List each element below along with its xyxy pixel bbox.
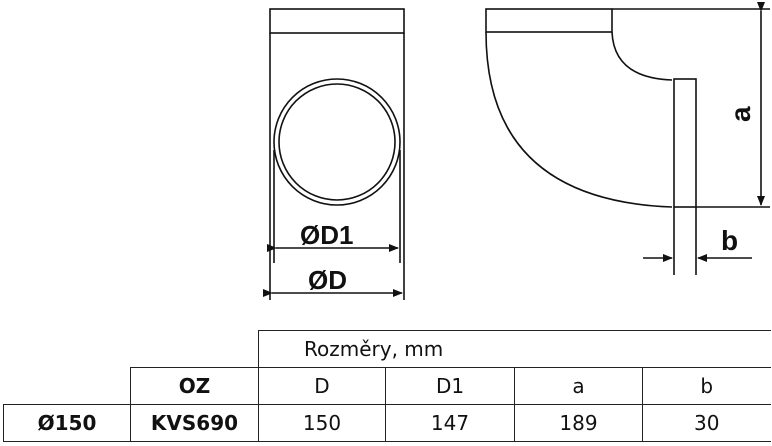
empty-cell [4,331,131,368]
column-header-row: OZ D D1 a b [4,367,771,405]
front-view [263,8,405,300]
cell-b: 30 [642,404,771,442]
label-d: ØD [308,265,347,295]
cell-oz: KVS690 [130,404,259,442]
technical-drawing: ØD1 ØD a b [263,2,770,300]
col-header-d: D [258,367,386,405]
col-header-b: b [642,367,771,405]
label-b: b [721,225,738,256]
col-header-a: a [514,367,643,405]
label-a: a [725,106,756,122]
cell-d: 150 [258,404,386,442]
table-row: Ø150 KVS690 150 147 189 30 [3,404,771,442]
label-d1: ØD1 [300,220,353,250]
col-header-oz: OZ [130,367,259,405]
cell-a: 189 [514,404,643,442]
cell-d1: 147 [385,404,515,442]
empty-cell [131,331,259,368]
col-header-d1: D1 [385,367,515,405]
empty-cell [4,368,131,405]
dimensions-table: Rozměry, mm OZ D D1 a b Ø150 KVS690 150 … [3,330,771,442]
group-header-row: Rozměry, mm [4,330,771,368]
side-view [485,2,770,275]
group-header: Rozměry, mm [258,330,771,368]
cell-size: Ø150 [3,404,131,442]
